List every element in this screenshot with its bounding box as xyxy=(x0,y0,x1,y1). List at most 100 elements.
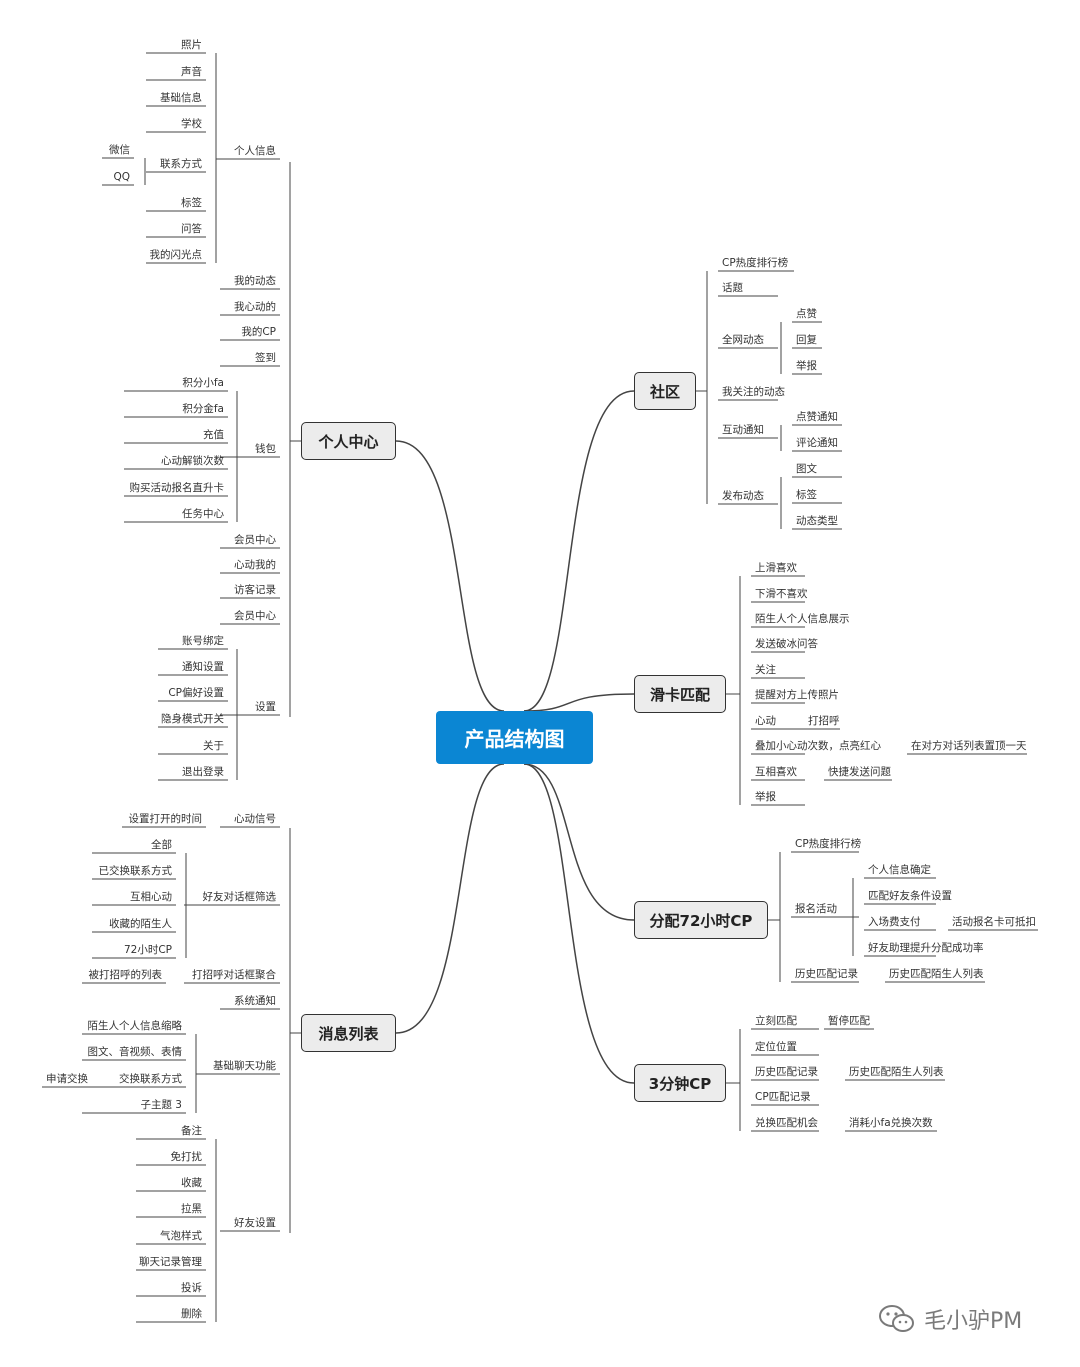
node-fenpei-child-2: 历史匹配记录 xyxy=(795,968,858,980)
node-huaka-dazhaohu: 打招呼 xyxy=(808,715,840,727)
node-sanfen-child-2: 历史匹配记录 xyxy=(755,1066,818,1078)
leaf-shezhi_items-4: 关于 xyxy=(203,740,224,752)
main-branch xyxy=(523,763,635,921)
branch-fenpei: 分配72小时CP xyxy=(634,901,768,939)
leaf-shezhi_items-0: 备注 xyxy=(181,1125,202,1137)
leaf-shaixuan_items-4: 72小时CP xyxy=(123,944,172,956)
node-huaka-child-2: 陌生人个人信息展示 xyxy=(755,613,850,625)
branch-sanfen: 3分钟CP xyxy=(634,1064,726,1102)
node-huaka-child-4: 关注 xyxy=(755,664,776,676)
leaf-qianbao_items-4: 购买活动报名直升卡 xyxy=(129,482,225,494)
node-shequ-child-5: 发布动态 xyxy=(722,490,764,502)
node-haoyou-shezhi: 好友设置 xyxy=(234,1217,276,1229)
leaf-shezhi_items-4: 气泡样式 xyxy=(160,1230,202,1242)
node-fenpei-child-0: CP热度排行榜 xyxy=(795,838,862,850)
node-sanfen-zanting: 暂停匹配 xyxy=(828,1015,870,1027)
leaf-gerenxinxi_items-4: 联系方式 xyxy=(160,158,202,170)
leaf-gerenxinxi_items-3: 学校 xyxy=(181,118,202,130)
leaf-gerenxinxi_items-7: 我的闪光点 xyxy=(149,249,203,261)
leaf-jichu_items-3: 子主题 3 xyxy=(140,1099,182,1111)
node-jichu: 基础聊天功能 xyxy=(213,1060,276,1072)
leaf-quanwang_items-2: 举报 xyxy=(796,360,817,372)
node-huaka-child-5: 提醒对方上传照片 xyxy=(755,689,839,701)
node-fenpei-lishi: 历史匹配陌生人列表 xyxy=(889,968,984,980)
node-xindong-xinhao: 心动信号 xyxy=(234,813,276,825)
node-huaka-child-8: 互相喜欢 xyxy=(755,766,797,778)
leaf-shezhi_items-3: 隐身模式开关 xyxy=(161,713,224,725)
node-dazhaohu-child: 被打招呼的列表 xyxy=(88,969,163,981)
node-huaka-zhiding: 在对方对话列表置顶一天 xyxy=(911,740,1027,752)
node-sanfen-child-4: 兑换匹配机会 xyxy=(755,1117,818,1129)
node-geren-child-4: 钱包 xyxy=(255,443,276,455)
leaf-shezhi_items-1: 通知设置 xyxy=(182,661,224,673)
leaf-shezhi_items-6: 投诉 xyxy=(181,1282,202,1294)
node-geren-child-1: 我心动的 xyxy=(234,301,276,313)
leaf-shezhi_items-3: 拉黑 xyxy=(181,1203,202,1215)
leaf-qianbao_items-5: 任务中心 xyxy=(182,508,224,520)
leaf-jichu_items-1: 图文、音视频、表情 xyxy=(87,1046,183,1058)
node-sanfen-child-3: CP匹配记录 xyxy=(755,1091,811,1103)
leaf-shezhi_items-5: 聊天记录管理 xyxy=(139,1256,202,1268)
node-fenpei-dikou: 活动报名卡可抵扣 xyxy=(952,916,1036,928)
node-geren-child-8: 会员中心 xyxy=(234,610,276,622)
leaf-shezhi_items-5: 退出登录 xyxy=(182,766,224,778)
leaf-qianbao_items-3: 心动解锁次数 xyxy=(161,455,224,467)
branch-huaka: 滑卡匹配 xyxy=(634,675,726,713)
node-xindong-child: 设置打开的时间 xyxy=(128,813,203,825)
main-branch xyxy=(523,390,635,712)
leaf-hudong_items-1: 评论通知 xyxy=(796,437,838,449)
leaf-quanwang_items-1: 回复 xyxy=(796,334,817,346)
leaf-gerenxinxi_items-5: 标签 xyxy=(181,197,202,209)
node-huaka-child-1: 下滑不喜欢 xyxy=(755,588,808,600)
leaf-baoming_items-0: 个人信息确定 xyxy=(868,864,931,876)
branch-xiaoxi: 消息列表 xyxy=(301,1014,396,1052)
leaf-shezhi_items-1: 免打扰 xyxy=(170,1151,203,1163)
node-jiaohuan-child: 申请交换 xyxy=(46,1073,88,1085)
node-gerenxinxi: 个人信息 xyxy=(234,145,276,157)
node-fenpei-child-1: 报名活动 xyxy=(795,903,837,915)
leaf-shezhi_items-2: CP偏好设置 xyxy=(168,687,224,699)
leaf-gerenxinxi_items-0: 照片 xyxy=(181,39,202,51)
wechat-icon xyxy=(879,1305,914,1332)
node-shequ-child-1: 话题 xyxy=(722,282,743,294)
leaf-baoming_items-1: 匹配好友条件设置 xyxy=(868,890,952,902)
node-huaka-kuaijie: 快捷发送问题 xyxy=(828,766,891,778)
node-huaka-child-9: 举报 xyxy=(755,791,776,803)
node-sanfen-lishi: 历史匹配陌生人列表 xyxy=(849,1066,944,1078)
node-geren-child-9: 设置 xyxy=(255,701,276,713)
branch-geren: 个人中心 xyxy=(301,422,396,460)
leaf-qianbao_items-1: 积分金fa xyxy=(182,403,224,415)
leaf-gerenxinxi_items-2: 基础信息 xyxy=(160,92,202,104)
leaf-shaixuan_items-0: 全部 xyxy=(151,839,172,851)
leaf-fabu_items-0: 图文 xyxy=(796,463,817,475)
main-branch xyxy=(523,763,635,1084)
main-branch xyxy=(523,693,635,712)
leaf-shezhi_items-0: 账号绑定 xyxy=(182,635,224,647)
node-haoyou-shaixuan: 好友对话框筛选 xyxy=(202,891,277,903)
node-geren-child-6: 心动我的 xyxy=(234,559,276,571)
node-geren-child-5: 会员中心 xyxy=(234,534,276,546)
leaf-shaixuan_items-2: 互相心动 xyxy=(130,891,172,903)
leaf-qianbao_items-2: 充值 xyxy=(203,429,224,441)
branch-shequ: 社区 xyxy=(634,372,696,410)
leaf-quanwang_items-0: 点赞 xyxy=(796,308,817,320)
node-huaka-child-0: 上滑喜欢 xyxy=(755,562,797,574)
node-geren-child-7: 访客记录 xyxy=(234,584,276,596)
node-dazhaohu: 打招呼对话框聚合 xyxy=(192,969,276,981)
node-sanfen-child-1: 定位位置 xyxy=(755,1041,797,1053)
leaf-gerenxinxi_items-1: 声音 xyxy=(181,66,202,78)
node-sanfen-duihuan: 消耗小fa兑换次数 xyxy=(849,1117,933,1129)
leaf-shaixuan_items-3: 收藏的陌生人 xyxy=(109,918,172,930)
node-shequ-child-4: 互动通知 xyxy=(722,424,764,436)
node-huaka-child-6: 心动 xyxy=(755,715,776,727)
leaf-shezhi_items-7: 删除 xyxy=(181,1308,202,1320)
leaf-shaixuan_items-1: 已交换联系方式 xyxy=(98,865,173,877)
node-shequ-child-0: CP热度排行榜 xyxy=(722,257,789,269)
leaf-qianbao_items-0: 积分小fa xyxy=(182,377,224,389)
leaf-baoming_items-3: 好友助理提升分配成功率 xyxy=(868,942,984,954)
watermark: 毛小驴PM xyxy=(878,1303,1022,1335)
watermark-text: 毛小驴PM xyxy=(924,1309,1023,1334)
leaf-fabu_items-2: 动态类型 xyxy=(796,515,838,527)
